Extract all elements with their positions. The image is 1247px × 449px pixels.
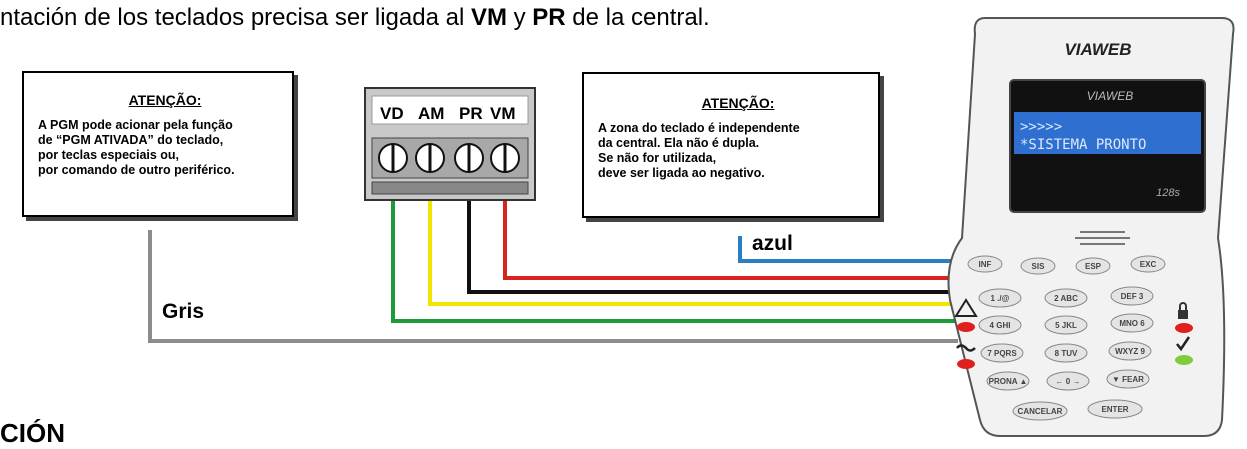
svg-text:DEF 3: DEF 3 xyxy=(1121,292,1144,301)
screw-terminal-am xyxy=(415,143,445,173)
blue-wire-label: azul xyxy=(752,232,793,255)
key-6[interactable]: MNO 6 xyxy=(1110,313,1154,333)
note-heading: ATENÇÃO: xyxy=(128,92,202,108)
note-line: por comando de outro periférico. xyxy=(38,163,235,177)
note-heading: ATENÇÃO: xyxy=(701,95,775,111)
top-text-pr: PR xyxy=(532,4,566,31)
screw-terminal-vd xyxy=(378,143,408,173)
lock-shackle xyxy=(1179,302,1187,310)
key-sis[interactable]: SIS xyxy=(1020,257,1056,275)
armed-led xyxy=(1175,323,1193,333)
svg-text:5 JKL: 5 JKL xyxy=(1055,321,1077,330)
key-4[interactable]: 4 GHI xyxy=(978,315,1022,335)
lock-icon xyxy=(1178,310,1188,319)
svg-text:2 ABC: 2 ABC xyxy=(1054,294,1078,303)
key-3[interactable]: DEF 3 xyxy=(1110,286,1154,306)
svg-text:7 PQRS: 7 PQRS xyxy=(987,349,1017,358)
attention-note-pgm: ATENÇÃO: A PGM pode acionar pela função … xyxy=(22,71,294,217)
svg-text:4 GHI: 4 GHI xyxy=(990,321,1011,330)
gray-wire-label: Gris xyxy=(162,300,205,323)
lcd-display-band xyxy=(1014,112,1201,154)
key-9[interactable]: WXYZ 9 xyxy=(1108,341,1152,361)
svg-text:MNO 6: MNO 6 xyxy=(1119,319,1145,328)
terminal-label-vm: VM xyxy=(490,104,516,123)
top-text-vm: VM xyxy=(470,4,507,31)
alarm-led xyxy=(957,322,975,332)
key-2[interactable]: 2 ABC xyxy=(1044,288,1088,308)
svg-text:ENTER: ENTER xyxy=(1101,405,1128,414)
section-heading-fragment: CIÓN xyxy=(0,418,65,448)
key-0[interactable]: ← 0 → xyxy=(1046,371,1090,391)
top-instruction-text: ntación de los teclados precisa ser liga… xyxy=(0,4,710,32)
note-line: da central. Ela não é dupla. xyxy=(598,136,760,150)
key-up[interactable]: PRONA ▲ xyxy=(986,371,1030,391)
screw-terminal-pr xyxy=(454,143,484,173)
key-exc[interactable]: EXC xyxy=(1130,255,1166,273)
svg-text:ESP: ESP xyxy=(1085,262,1102,271)
svg-text:INF: INF xyxy=(979,260,992,269)
power-led xyxy=(957,359,975,369)
key-down[interactable]: ▼ FEAR xyxy=(1106,369,1150,389)
red-wire xyxy=(503,196,958,280)
lcd-line1: >>>>> xyxy=(1020,119,1062,135)
terminal-label-pr: PR xyxy=(459,104,483,123)
top-text-part2: y xyxy=(506,4,533,31)
lcd-brand: VIAWEB xyxy=(1087,89,1133,103)
svg-text:EXC: EXC xyxy=(1140,260,1157,269)
ready-led xyxy=(1175,355,1193,365)
svg-text:← 0 →: ← 0 → xyxy=(1056,377,1081,386)
svg-text:SIS: SIS xyxy=(1032,262,1046,271)
lcd-line2: *SISTEMA PRONTO xyxy=(1020,137,1146,153)
yellow-wire xyxy=(428,196,958,306)
svg-text:8 TUV: 8 TUV xyxy=(1055,349,1078,358)
keypad-device: VIAWEB VIAWEB >>>>> *SISTEMA PRONTO 128s… xyxy=(947,17,1235,437)
terminal-block: VD AM PR VM xyxy=(364,87,536,201)
blue-wire xyxy=(738,236,958,263)
key-8[interactable]: 8 TUV xyxy=(1044,343,1088,363)
attention-note-zone: ATENÇÃO: A zona do teclado é independent… xyxy=(582,72,880,218)
gray-wire xyxy=(148,230,958,343)
key-esp[interactable]: ESP xyxy=(1075,257,1111,275)
note-line: deve ser ligada ao negativo. xyxy=(598,166,765,180)
svg-text:PRONA ▲: PRONA ▲ xyxy=(989,377,1028,386)
key-7[interactable]: 7 PQRS xyxy=(980,343,1024,363)
note-line: A PGM pode acionar pela função xyxy=(38,118,233,132)
key-5[interactable]: 5 JKL xyxy=(1044,315,1088,335)
keypad-brand: VIAWEB xyxy=(1064,40,1131,59)
terminal-label-vd: VD xyxy=(380,104,404,123)
black-wire xyxy=(467,196,958,294)
note-line: por teclas especiais ou, xyxy=(38,148,180,162)
top-text-part3: de la central. xyxy=(565,4,710,31)
check-icon xyxy=(1176,336,1191,352)
svg-text:CANCELAR: CANCELAR xyxy=(1018,407,1063,416)
svg-text:WXYZ 9: WXYZ 9 xyxy=(1115,347,1145,356)
key-inf[interactable]: INF xyxy=(967,255,1003,273)
note-line: de “PGM ATIVADA” do teclado, xyxy=(38,133,224,147)
key-cancelar[interactable]: CANCELAR xyxy=(1012,401,1068,421)
svg-text:1 ./@: 1 ./@ xyxy=(991,294,1010,303)
note-line: A zona do teclado é independente xyxy=(598,121,800,135)
key-enter[interactable]: ENTER xyxy=(1087,399,1143,419)
note-line: Se não for utilizada, xyxy=(598,151,717,165)
terminal-label-am: AM xyxy=(418,104,444,123)
svg-text:▼ FEAR: ▼ FEAR xyxy=(1112,375,1144,384)
power-ac-icon xyxy=(956,344,976,352)
screw-terminal-vm xyxy=(490,143,520,173)
key-1[interactable]: 1 ./@ xyxy=(978,288,1022,308)
top-text-part1: ntación de los teclados precisa ser liga… xyxy=(0,4,471,31)
green-wire xyxy=(391,196,958,323)
lcd-code: 128s xyxy=(1156,187,1180,199)
alarm-warning-icon xyxy=(954,298,978,317)
